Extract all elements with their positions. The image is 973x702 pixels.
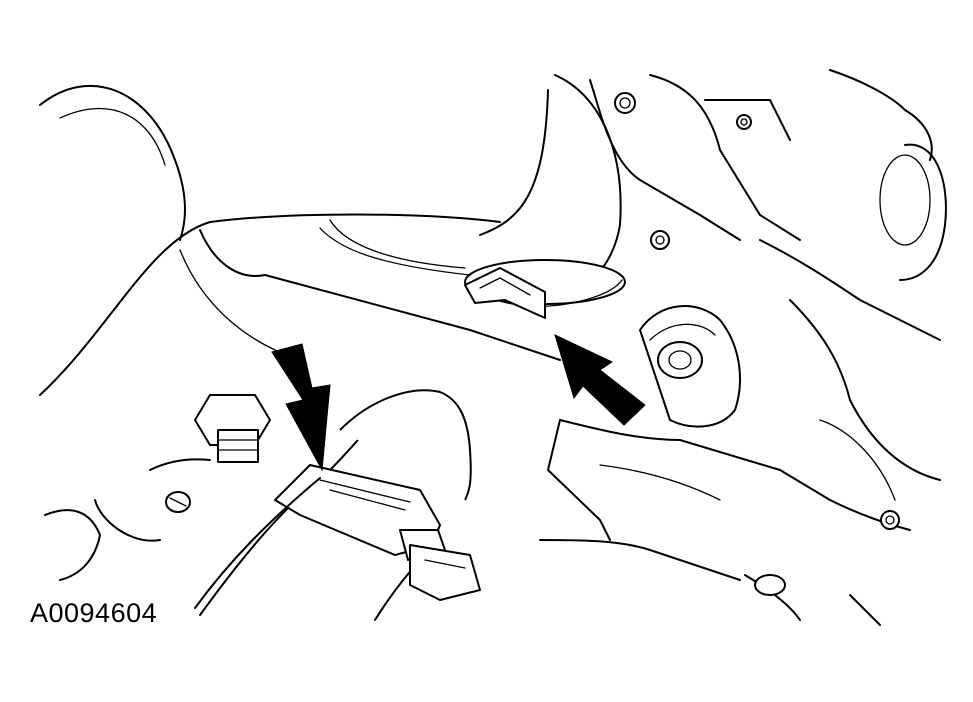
right-casting (744, 143, 947, 626)
callout-arrow-clamp (271, 343, 331, 472)
callout-arrow-clip (554, 334, 646, 426)
filter-cylinder (319, 74, 626, 307)
lower-bolts (149, 394, 271, 513)
figure-leader-line (194, 477, 321, 609)
hose-with-clamp (199, 389, 481, 621)
mount-insulator (639, 305, 741, 428)
main-cover (39, 213, 561, 581)
round-housing (39, 84, 186, 241)
figure-id-label: A0094604 (30, 598, 158, 628)
upper-bracket (589, 69, 933, 250)
lower-housing (539, 419, 831, 581)
retaining-clip (464, 267, 546, 319)
